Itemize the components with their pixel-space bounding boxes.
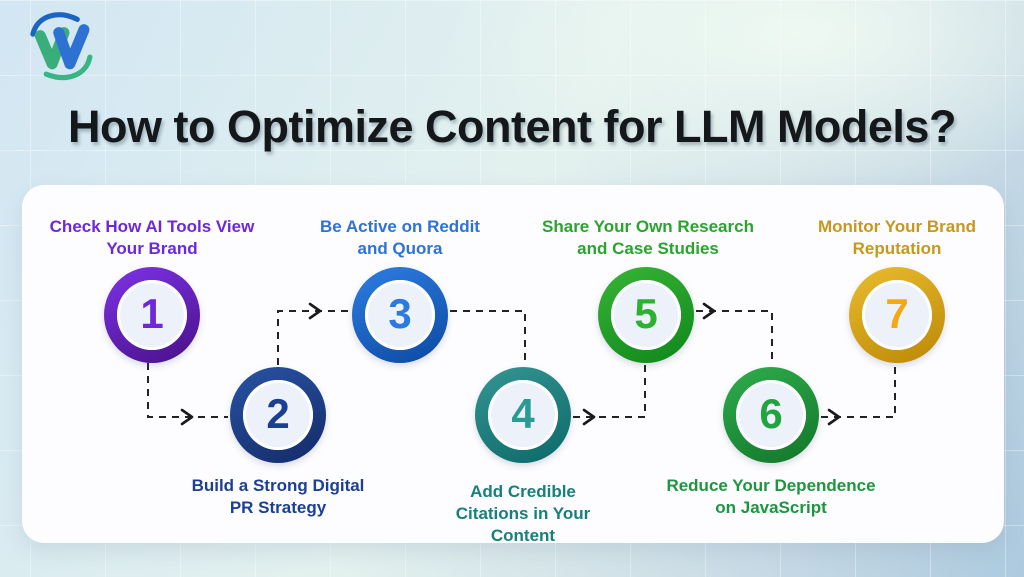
connector-5-6 (696, 310, 773, 365)
connector-2-3 (277, 310, 350, 365)
arrowhead-icon (582, 408, 596, 426)
connector-flow-layer (147, 302, 896, 426)
page-title: How to Optimize Content for LLM Models? (68, 101, 956, 152)
content-card: Check How AI Tools View Your Brand 1 Bui… (22, 185, 1004, 545)
arrowhead-icon (827, 408, 841, 426)
connector-3-4 (450, 310, 526, 365)
connector-6-7 (821, 365, 896, 418)
arrowhead-icon (180, 408, 194, 426)
connector-4-5 (573, 365, 646, 418)
arrowhead-icon (308, 302, 322, 320)
arrowhead-icon (702, 302, 716, 320)
connector-1-2 (147, 363, 228, 418)
w-swoosh-logo-icon (30, 12, 93, 81)
